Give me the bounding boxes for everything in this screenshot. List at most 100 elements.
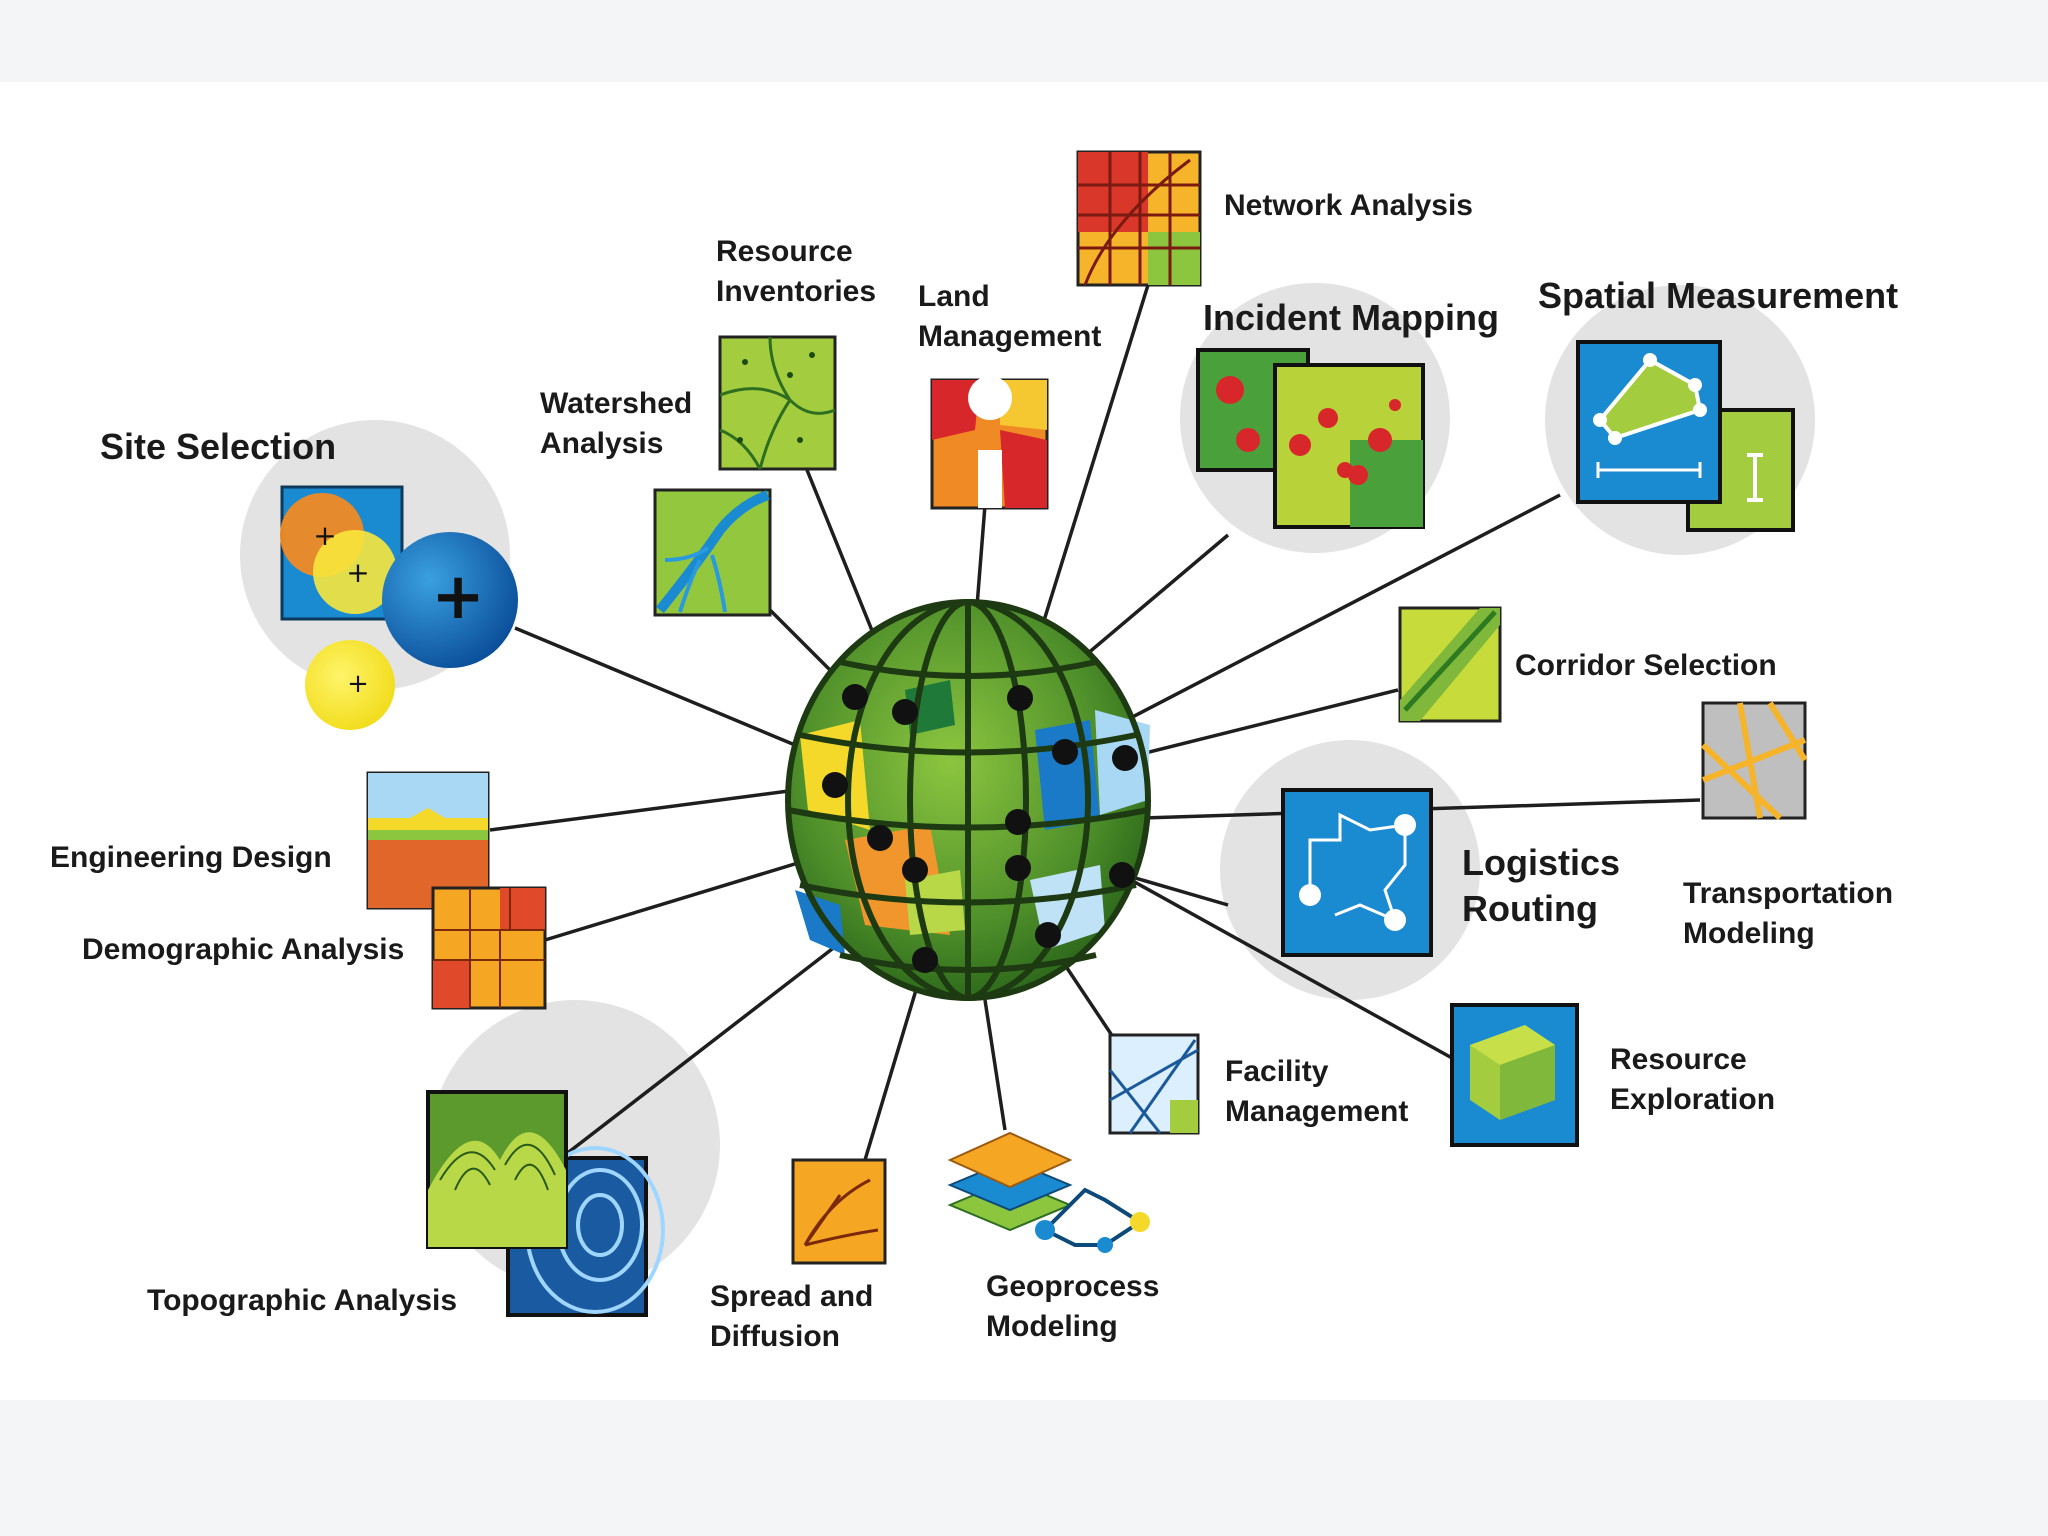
label-land-management: Land Management [918, 277, 1101, 357]
corridor-selection-icon [1398, 606, 1502, 723]
label-line: Routing [1462, 888, 1598, 929]
globe-dot [867, 825, 893, 851]
model-node [1097, 1237, 1113, 1253]
incident-point [1348, 465, 1368, 485]
land-management-icon [930, 376, 1049, 510]
engineering-layer-green [368, 830, 488, 840]
parcel-dot [809, 352, 815, 358]
logistics-stops [1299, 814, 1416, 931]
network-line [1078, 152, 1200, 286]
site-selection-yellow-circle [313, 530, 397, 614]
label-demographic-analysis: Demographic Analysis [82, 933, 405, 966]
geoprocess-modeling-icon [947, 1131, 1150, 1253]
label-line: Modeling [986, 1310, 1118, 1343]
plus-icon: + [347, 669, 369, 699]
spread-arrows [803, 1178, 879, 1247]
label-watershed-analysis: Watershed Analysis [540, 384, 720, 464]
vertex [1688, 378, 1702, 392]
globe-dot [1007, 685, 1033, 711]
contour [576, 1193, 624, 1257]
label-site-selection: Site Selection [100, 426, 337, 467]
ruler-icon [1747, 453, 1763, 502]
line-spatial-measurement [1064, 493, 1561, 754]
globe-dot [1005, 809, 1031, 835]
label-corridor-selection: Corridor Selection [1515, 649, 1777, 682]
spread-square [791, 1158, 887, 1265]
globe-parallel-1 [839, 659, 1097, 679]
demographic-borders [433, 888, 545, 1008]
demographic-red [433, 888, 545, 1008]
globe-parallel-3 [787, 807, 1149, 831]
model-node [1035, 1220, 1055, 1240]
line-logistics [1124, 873, 1229, 907]
resource-inventories-dots [737, 352, 815, 443]
label-line: Exploration [1610, 1083, 1776, 1116]
line-spread-diffusion [863, 959, 927, 1161]
label-line: Logistics [1462, 842, 1621, 883]
spread-and-diffusion-icon [791, 1158, 887, 1265]
line-incident-mapping [1078, 533, 1230, 662]
keyhole-icon [968, 376, 1013, 508]
globe-dot [1052, 739, 1078, 765]
resource-inventories-parcels [719, 336, 836, 470]
parcel-dot [787, 372, 793, 378]
parcel-dot [737, 437, 743, 443]
facility-lines [1108, 1039, 1199, 1134]
spatial-measurement-icon [1576, 340, 1795, 532]
label-transportation-modeling: Transportation Modeling [1683, 874, 1893, 954]
label-logistics-routing: Logistics Routing [1462, 840, 1620, 932]
globe-dots [822, 684, 1138, 973]
corridor-line [1403, 610, 1497, 712]
topo-line [439, 1144, 556, 1191]
network-grid [1078, 152, 1200, 286]
scale-bar-icon [1596, 462, 1702, 478]
watershed-river [656, 490, 770, 614]
label-topographic-analysis: Topographic Analysis [147, 1284, 458, 1317]
label-spread-and-diffusion: Spread and Diffusion [710, 1277, 873, 1357]
label-incident-mapping: Incident Mapping [1203, 297, 1499, 338]
label-line: Management [1225, 1095, 1409, 1128]
globe-dot [1035, 922, 1061, 948]
site-selection-blue-ball [382, 532, 518, 668]
line-geoprocess [983, 999, 1007, 1131]
land-management-yellow [1000, 380, 1047, 430]
incident-point [1318, 408, 1338, 428]
vertex [1643, 353, 1657, 367]
line-corridor-selection [1124, 688, 1399, 760]
route-stop [1299, 884, 1321, 906]
globe-dot [1109, 862, 1135, 888]
globe-parallel-5 [839, 952, 1097, 973]
cube-side [1500, 1045, 1555, 1120]
model-flow-icon [1041, 1187, 1144, 1247]
layer-orange [947, 1131, 1073, 1189]
model-node [1130, 1212, 1150, 1232]
globe-dot [1112, 745, 1138, 771]
label-line: Modeling [1683, 917, 1815, 950]
resource-inventories-square [718, 335, 837, 471]
resource-exploration-icon [1450, 1003, 1579, 1147]
plus-icon: + [313, 519, 336, 552]
incident-point [1389, 399, 1401, 411]
incident-mapping-icon [1196, 348, 1425, 529]
label-line: Diffusion [710, 1320, 840, 1353]
globe-parallel-4 [799, 882, 1137, 906]
label-line: Analysis [540, 427, 664, 460]
topo-peaks [428, 1132, 566, 1247]
watershed-analysis-icon [653, 488, 772, 617]
label-line: Resource [716, 235, 853, 268]
watershed-stream [664, 546, 727, 613]
label-network-analysis: Network Analysis [1224, 189, 1473, 222]
globe-dot [892, 699, 918, 725]
transportation-modeling-icon [1700, 701, 1808, 821]
incident-point [1236, 428, 1260, 452]
facility-management-icon [1108, 1033, 1200, 1135]
vertex [1693, 403, 1707, 417]
spatial-measurement-vertices [1593, 353, 1707, 445]
label-line: Resource [1610, 1043, 1747, 1076]
line-resource-exploration [1121, 873, 1453, 1060]
plus-icon: + [346, 556, 369, 589]
engineering-layer-yellow [368, 808, 488, 830]
site-selection-yellow-ball [305, 640, 395, 730]
cube-top [1470, 1025, 1555, 1065]
